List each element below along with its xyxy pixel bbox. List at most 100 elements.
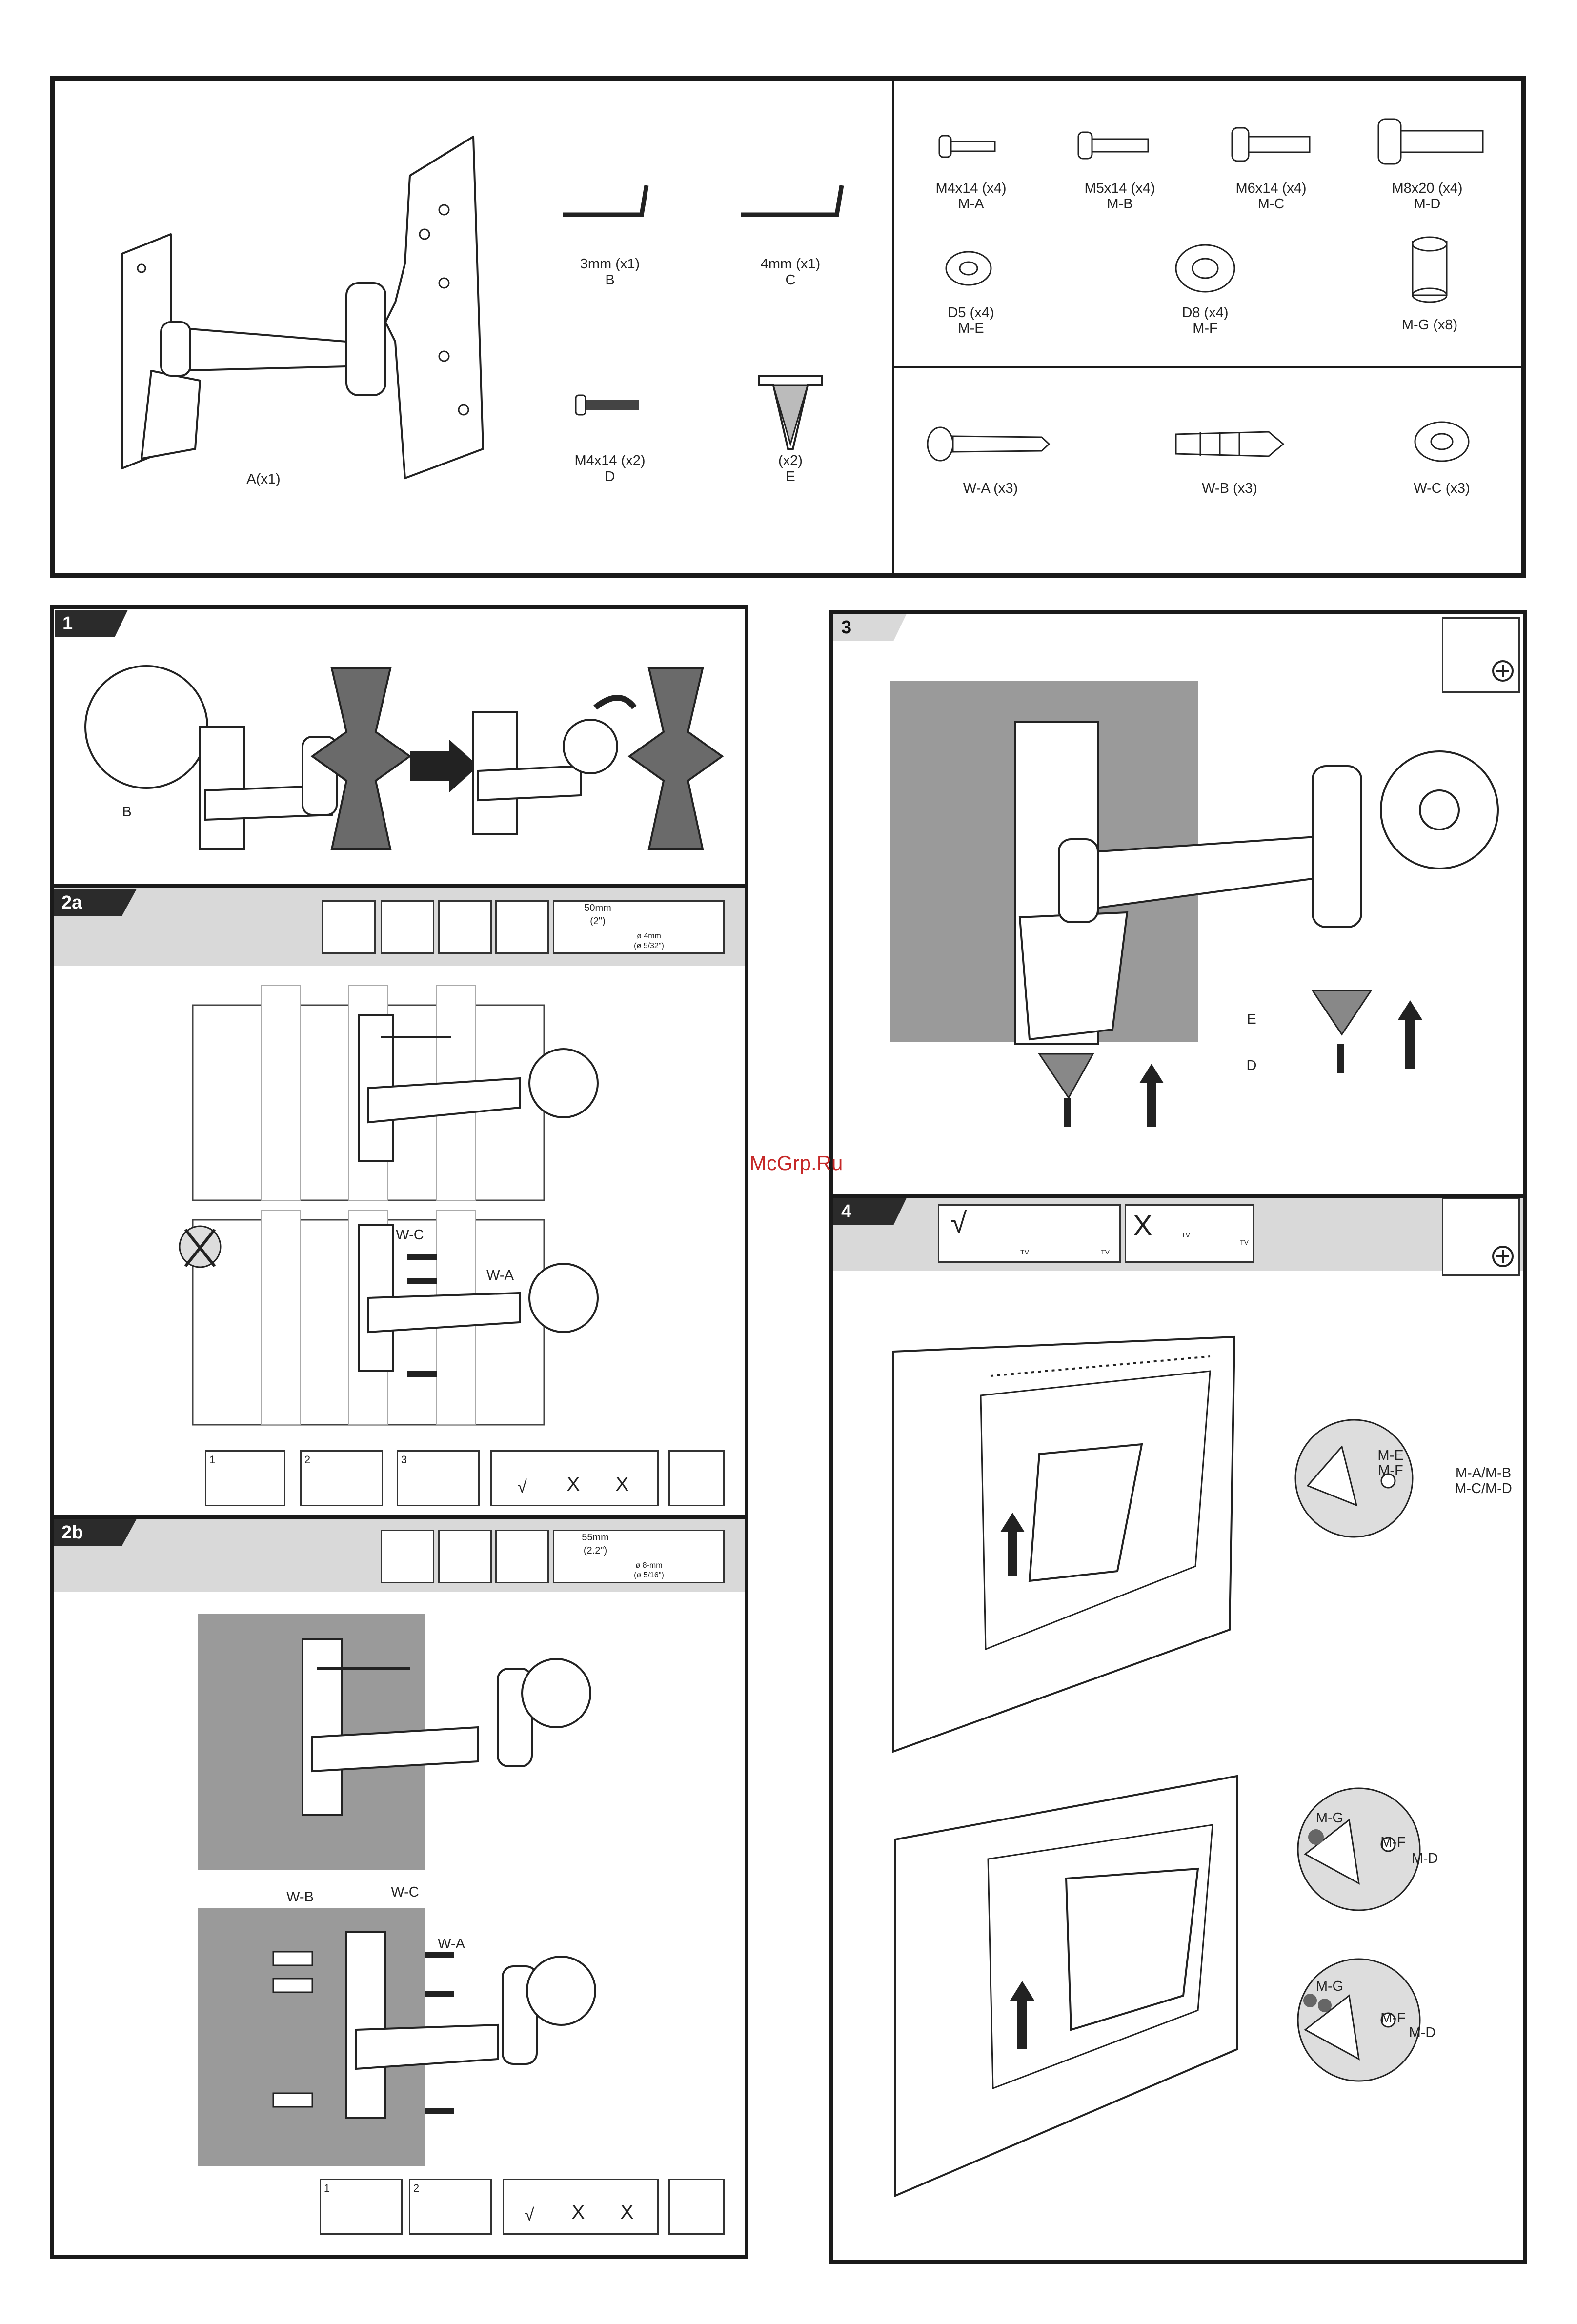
parts-panel-divider-v — [892, 81, 894, 573]
step-4-det1-mc-md: M-C/M-D — [1455, 1481, 1512, 1496]
step-4-detail-3 — [1297, 1958, 1421, 2082]
step-3-tab: 3 — [833, 614, 907, 641]
step-1-illustration — [84, 665, 724, 850]
step-4-det2-mg: M-G — [1315, 1810, 1344, 1826]
step-4-correct-hardware — [938, 1204, 1121, 1263]
step-2a-divider — [54, 884, 745, 888]
step-4-tv-back-1 — [892, 1335, 1236, 1753]
drill-depth-2a-in: (2") — [590, 916, 606, 927]
part-c-code: C — [785, 272, 796, 288]
part-m-e-size: D5 (x4) — [948, 305, 994, 321]
step-2a-wood-wall-2 — [192, 1210, 599, 1426]
part-d-code: D — [605, 469, 615, 485]
step-4-det2-md: M-D — [1411, 1851, 1438, 1866]
pencil-icon-2b — [438, 1530, 492, 1583]
part-b-size: 3mm (x1) — [580, 256, 640, 272]
hex-key-3mm-icon — [563, 185, 649, 217]
step-4-tv-4: TV — [1240, 1238, 1249, 1246]
drill-depth-2a: 50mm — [584, 903, 611, 913]
pencil-icon — [438, 900, 492, 954]
part-m-f-size: D8 (x4) — [1182, 305, 1229, 321]
watermark: McGrp.Ru — [749, 1152, 843, 1174]
step-2a-level-check — [490, 1450, 659, 1506]
drill-bit-2b-in: (ø 5/16") — [634, 1571, 664, 1579]
clip-e-icon — [758, 375, 823, 450]
part-d-size: M4x14 (x2) — [574, 453, 646, 468]
part-m-g-size: M-G (x8) — [1401, 317, 1458, 333]
step-2b-drill-icon — [668, 2179, 725, 2235]
part-m-d-code: M-D — [1414, 196, 1441, 212]
step-4-tv-back-2 — [894, 1775, 1238, 2198]
screw-m-c-icon — [1231, 127, 1311, 162]
part-e-qty: (x2) — [778, 453, 803, 468]
step-2b-seq-1-num: 1 — [323, 2182, 330, 2194]
drill-depth-2b-in: (2.2") — [583, 1545, 607, 1556]
step-4-tv-1: TV — [1020, 1248, 1029, 1256]
part-m-e-code: M-E — [958, 321, 984, 336]
step-4-tv-2: TV — [1101, 1248, 1110, 1256]
step-2a-cross-1: X — [566, 1474, 580, 1495]
step-4-tv-3: TV — [1181, 1231, 1190, 1239]
part-m-a-code: M-A — [958, 196, 984, 212]
washer-w-c-icon — [1414, 421, 1470, 462]
step-3-callout-e: E — [1247, 1011, 1256, 1027]
screw-m-b-icon — [1077, 131, 1149, 160]
step-2a-seq-2-num: 2 — [304, 1454, 311, 1466]
step-3-illustration — [1014, 721, 1499, 1127]
step-4-det1-me: M-E — [1377, 1448, 1404, 1463]
part-e-code: E — [786, 469, 795, 485]
no-anchor-icon — [179, 1225, 222, 1268]
step-2a-seq-2 — [300, 1450, 383, 1506]
step-4-detail-2 — [1297, 1787, 1421, 1911]
screw-w-a-icon — [927, 426, 1051, 462]
parts-panel-divider-h — [894, 366, 1521, 368]
step-2a-tab: 2a — [54, 889, 137, 916]
step-2a-callout-wc: W-C — [396, 1227, 424, 1243]
part-a-label: A(x1) — [246, 471, 281, 487]
step-2a-seq-3 — [397, 1450, 480, 1506]
step-2b-tab: 2b — [54, 1519, 137, 1546]
step-2b-bracket-1 — [302, 1638, 591, 1816]
concrete-icon — [381, 1530, 434, 1583]
screw-m-d-icon — [1377, 118, 1484, 165]
step-4-det3-mg: M-G — [1315, 1979, 1344, 1994]
spacer-m-g-icon — [1412, 236, 1448, 303]
step-2b-callout-wa: W-A — [438, 1936, 465, 1952]
step-4-det3-mf: M-F — [1380, 2010, 1406, 2026]
step-2b-bracket-2 — [272, 1931, 596, 2119]
washer-m-f-icon — [1175, 244, 1235, 293]
drill-bit-2a: ø 4mm — [637, 932, 661, 940]
part-m-a-size: M4x14 (x4) — [935, 181, 1007, 196]
step-4-det3-md: M-D — [1409, 2025, 1436, 2041]
step-2a-callout-wa: W-A — [486, 1268, 514, 1283]
step-2b-check: √ — [525, 2204, 534, 2224]
part-m-d-size: M8x20 (x4) — [1392, 181, 1463, 196]
hex-key-4mm-icon — [741, 185, 844, 217]
drill-depth-2b: 55mm — [582, 1532, 609, 1543]
step-1-callout-b: B — [122, 804, 132, 820]
screw-d-icon — [575, 394, 639, 416]
phillips-plus-icon-s4 — [1492, 1246, 1514, 1267]
drill-icon-2b — [495, 1530, 549, 1583]
drill-depth-box — [553, 900, 725, 954]
step-2b-level-check — [503, 2179, 659, 2235]
step-2b-divider — [54, 1515, 745, 1519]
step-4-detail-1 — [1294, 1419, 1414, 1538]
stud-finder-icon — [381, 900, 434, 954]
step-2a-seq-3-num: 3 — [401, 1454, 407, 1466]
step-4-det2-mf: M-F — [1380, 1835, 1406, 1850]
stud-icon — [322, 900, 376, 954]
step-4-cross: X — [1132, 1209, 1153, 1242]
step-4-det1-mf: M-F — [1378, 1463, 1403, 1478]
step-2b-seq-1 — [320, 2179, 403, 2235]
drill-bit-2a-in: (ø 5/32") — [634, 942, 664, 950]
step-4-det1-ma-mb: M-A/M-B — [1455, 1465, 1512, 1481]
drill-depth-box-2b — [553, 1530, 725, 1583]
screw-m-a-icon — [938, 135, 996, 158]
drill-bit-2b: ø 8-mm — [635, 1561, 663, 1570]
part-w-a-label: W-A (x3) — [963, 481, 1018, 496]
step-2a-cross-2: X — [615, 1474, 629, 1495]
part-w-c-label: W-C (x3) — [1414, 481, 1470, 496]
part-m-c-code: M-C — [1257, 196, 1285, 212]
step-2b-callout-wc: W-C — [391, 1884, 419, 1900]
